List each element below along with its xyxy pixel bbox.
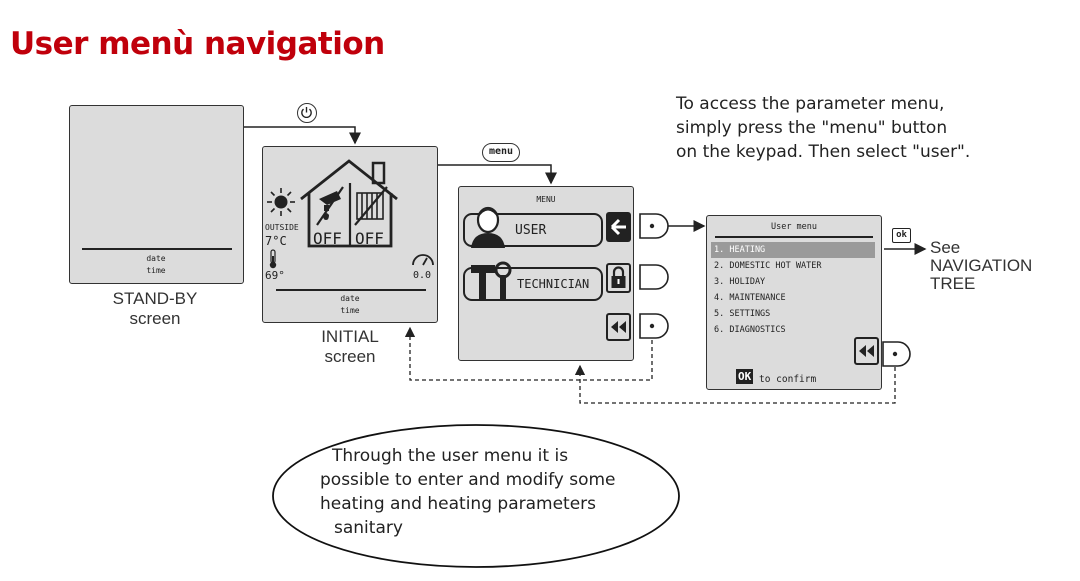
initial-date: date (340, 294, 360, 303)
dashed-return-to-initial (404, 326, 653, 381)
sun-icon (267, 188, 295, 216)
standby-time: time (146, 266, 166, 275)
initial-caption: INITIAL screen (290, 327, 410, 367)
tools-icon (471, 261, 512, 301)
nav-tree-line: TREE (930, 274, 976, 293)
callout-line: heating and heating parameters (320, 494, 597, 514)
arrow-standby-to-initial (244, 126, 361, 145)
user-menu-screen: User menu 1. HEATING 2. DOMESTIC HOT WAT… (706, 215, 882, 390)
divider (276, 289, 426, 291)
user-icon (471, 206, 505, 248)
side-key-back (639, 313, 669, 339)
callout-line: possible to enter and modify some (320, 470, 616, 490)
house-icon (300, 159, 398, 248)
initial-time: time (340, 306, 360, 315)
callout-note: Through the user menu it is possible to … (320, 444, 616, 540)
callout-ellipse (272, 424, 680, 568)
menu-key[interactable]: menu (482, 143, 520, 162)
water-temp: 69° (265, 269, 285, 282)
initial-screen: OUTSIDE 7°C 69° OFF OFF 0.0 date time (262, 146, 438, 323)
outside-label: OUTSIDE (265, 223, 299, 232)
gauge-icon (412, 254, 434, 266)
back-button[interactable] (606, 313, 631, 341)
side-key-enter (639, 213, 669, 239)
caption-line: INITIAL (321, 327, 379, 346)
menu-technician-item[interactable] (463, 267, 603, 301)
arrow-initial-to-menu (438, 164, 557, 185)
callout-line: Through the user menu it is (332, 446, 569, 466)
side-key-back-usermenu[interactable] (881, 340, 913, 368)
menu-user-item[interactable] (463, 213, 603, 247)
side-key-lock (639, 264, 669, 290)
outside-temp: 7°C (265, 234, 287, 248)
menu-technician-label: TECHNICIAN (517, 277, 590, 291)
side-keys (639, 213, 669, 339)
nav-tree-line: NAVIGATION (930, 256, 1033, 275)
confirm-text: to confirm (759, 374, 817, 385)
heating-status: OFF (313, 229, 342, 248)
user-menu-item-domestic-hot-water[interactable]: 2. DOMESTIC HOT WATER (714, 261, 822, 271)
rewind-icon (859, 345, 874, 357)
standby-date: date (146, 254, 166, 263)
menu-user-label: USER (515, 223, 547, 238)
ok-key-indicator: OK (736, 369, 754, 384)
thermometer-icon (269, 249, 277, 269)
page-title: User menù navigation (10, 26, 385, 62)
divider (715, 236, 873, 238)
arrow-left-icon (610, 218, 626, 236)
standby-caption: STAND-BY screen (80, 289, 230, 329)
menu-title: MENU (536, 195, 556, 204)
nav-tree-line: See (930, 238, 961, 257)
instruction-line: simply press the "menu" button (676, 118, 948, 138)
back-button[interactable] (854, 337, 879, 365)
user-menu-item-maintenance[interactable]: 4. MAINTENANCE (714, 293, 786, 303)
dhw-status: OFF (355, 229, 384, 248)
instruction-line: on the keypad. Then select "user". (676, 142, 971, 162)
lock-button[interactable] (606, 263, 631, 293)
caption-line: screen (324, 347, 376, 366)
user-menu-item-holiday[interactable]: 3. HOLIDAY (714, 277, 766, 287)
instruction-note: To access the parameter menu, simply pre… (676, 92, 970, 164)
dashed-return-to-menu (574, 364, 896, 404)
navigation-tree-label: See NAVIGATION TREE (930, 239, 1032, 293)
user-menu-item-settings[interactable]: 5. SETTINGS (714, 309, 771, 319)
user-menu-item-diagnostics[interactable]: 6. DIAGNOSTICS (714, 325, 786, 335)
power-icon (301, 106, 312, 118)
ok-key[interactable]: ok (892, 228, 911, 243)
power-key[interactable] (297, 103, 317, 123)
rewind-icon (611, 321, 626, 333)
menu-screen: MENU USER TECHNICIAN (458, 186, 634, 361)
caption-line: STAND-BY (112, 289, 198, 308)
pressure-value: 0.0 (413, 270, 432, 281)
caption-line: screen (129, 309, 181, 328)
lock-icon (611, 266, 626, 288)
user-menu-item-heating[interactable]: 1. HEATING (711, 242, 875, 258)
user-menu-title: User menu (770, 222, 818, 232)
divider (82, 248, 232, 250)
standby-screen: date time (69, 105, 244, 284)
instruction-line: To access the parameter menu, (676, 94, 945, 114)
enter-button[interactable] (606, 212, 631, 242)
callout-line: sanitary (334, 518, 403, 538)
